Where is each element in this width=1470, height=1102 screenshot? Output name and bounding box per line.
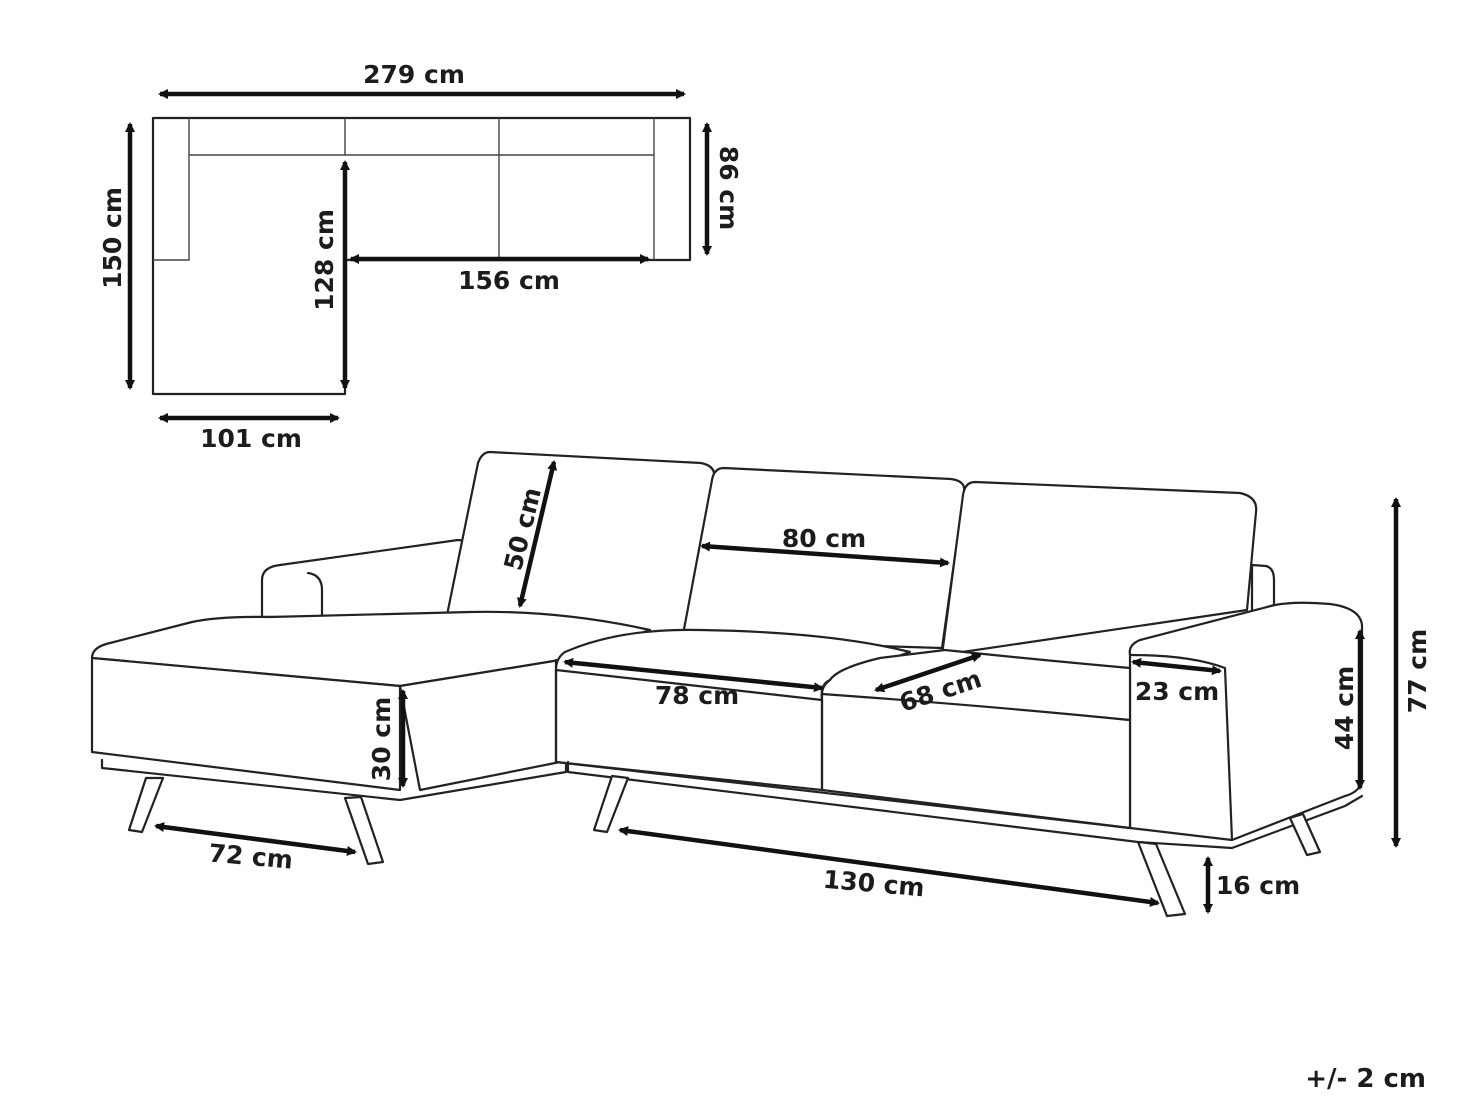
label-chaise-leg-span: 72 cm <box>207 838 294 874</box>
label-seat-cushion-width: 78 cm <box>655 681 739 710</box>
top-view-left-arm <box>153 118 190 261</box>
right-armrest <box>1128 601 1364 842</box>
top-view-labels: 279 cm 150 cm 128 cm 156 cm 86 cm 101 cm <box>98 60 743 453</box>
left-armrest <box>260 538 468 619</box>
back-cushion-middle <box>680 466 966 650</box>
leg-sofa-back-right <box>1288 812 1322 857</box>
dim-arrow-seat-cushion-width <box>563 657 824 693</box>
label-back-cushion-width: 80 cm <box>782 524 866 553</box>
dim-arrow-chaise-leg-span <box>154 822 357 856</box>
chaise-front <box>90 656 402 792</box>
left-armrest-front-edge <box>306 571 324 619</box>
perspective-dimension-arrows <box>154 460 1401 914</box>
tolerance-note: +/- 2 cm <box>1305 1064 1426 1094</box>
label-chaise-width: 101 cm <box>200 424 302 453</box>
seat-cushion-right-front <box>820 692 1132 830</box>
top-view-dimension-arrows <box>125 89 712 423</box>
dim-arrow-back-cushion-width <box>700 541 950 568</box>
leg-chaise-front-right <box>343 795 385 866</box>
top-view-drawing <box>151 116 692 396</box>
leg-chaise-front-left <box>127 776 165 834</box>
label-armrest-width: 23 cm <box>1135 677 1219 706</box>
label-seat-height: 30 cm <box>367 697 396 781</box>
chaise-plinth <box>100 758 568 802</box>
label-leg-height: 16 cm <box>1216 871 1300 900</box>
label-armrest-height: 44 cm <box>1330 666 1359 750</box>
label-seat-width: 156 cm <box>458 266 560 295</box>
label-total-height: 77 cm <box>1403 629 1432 713</box>
label-overall-depth: 150 cm <box>98 187 127 289</box>
back-frame-right <box>1250 563 1276 614</box>
label-overall-width: 279 cm <box>363 60 465 89</box>
base-plinth <box>566 760 1364 850</box>
dim-arrow-back-height <box>516 460 558 608</box>
dim-arrow-armrest-width <box>1131 657 1222 676</box>
leg-sofa-front-right <box>1136 840 1187 918</box>
back-cushion-right <box>940 480 1258 657</box>
leg-sofa-front-left <box>592 774 630 834</box>
label-chaise-inner-length: 128 cm <box>310 209 339 311</box>
top-view-outline <box>151 116 692 396</box>
dim-arrow-leg-span <box>618 826 1160 907</box>
label-sofa-depth: 86 cm <box>714 146 743 230</box>
dim-arrow-seat-depth <box>874 652 982 693</box>
